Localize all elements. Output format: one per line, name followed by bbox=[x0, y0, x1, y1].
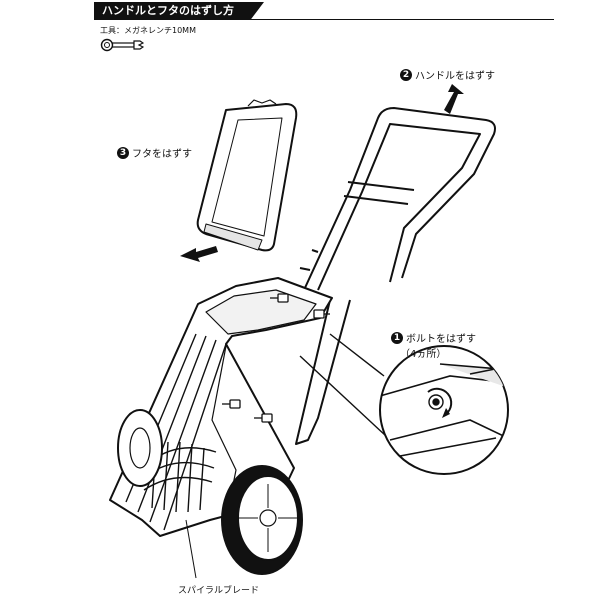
section-title: ハンドルとフタのはずし方 bbox=[94, 2, 264, 20]
step-text: ボルトをはずす bbox=[406, 334, 476, 345]
lid bbox=[196, 99, 298, 252]
tool-text: 工具：メガネレンチ10MM bbox=[100, 26, 196, 35]
handle bbox=[295, 107, 496, 445]
step-number: 2 bbox=[400, 68, 412, 81]
blade-leader bbox=[185, 519, 197, 579]
front-wheel bbox=[221, 465, 303, 575]
step-text: フタをはずす bbox=[132, 149, 192, 160]
step-number: 3 bbox=[117, 146, 129, 159]
step-2-label: 2 ハンドルをはずす bbox=[400, 67, 495, 82]
blade-label: スパイラルブレード bbox=[178, 586, 260, 596]
step-1-label: 1 ボルトをはずす bbox=[391, 330, 476, 345]
rear-wheel bbox=[117, 409, 163, 487]
step-text: ハンドルをはずす bbox=[415, 71, 495, 82]
arrow-icon bbox=[180, 246, 218, 262]
step-number: 1 bbox=[391, 331, 403, 344]
zoom-inset bbox=[379, 345, 509, 475]
wrench-icon bbox=[100, 38, 144, 52]
step-1-sub: （4ヵ所） bbox=[400, 349, 447, 360]
title-rule bbox=[94, 19, 554, 20]
bolts bbox=[222, 293, 330, 423]
step-3-label: 3 フタをはずす bbox=[117, 145, 192, 160]
bolt-icon bbox=[428, 394, 444, 410]
zoom-leader bbox=[299, 333, 387, 437]
rotate-arrow-icon bbox=[427, 387, 453, 415]
arrow-icon bbox=[444, 84, 464, 114]
